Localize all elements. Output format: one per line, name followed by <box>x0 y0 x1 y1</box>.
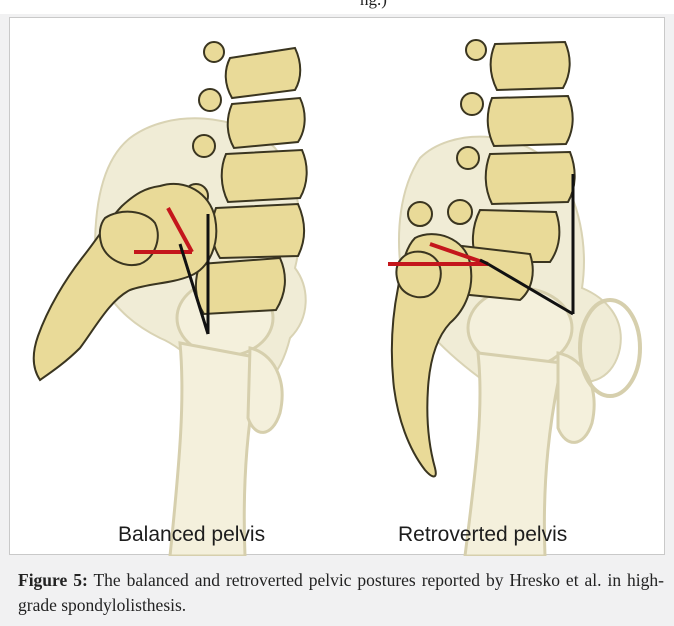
left-vertebra-2 <box>228 98 305 148</box>
retroverted-pelvis-drawing <box>388 40 640 556</box>
right-process-5 <box>408 202 432 226</box>
balanced-pelvis-drawing <box>34 42 307 556</box>
left-process-2 <box>199 89 221 111</box>
figure-caption-text: The balanced and retroverted pelvic post… <box>18 570 664 615</box>
figure-frame: Balanced pelvis Retroverted pelvis <box>9 17 665 555</box>
figure-caption-label: Figure 5: <box>18 570 88 590</box>
right-process-3 <box>457 147 479 169</box>
right-process-1 <box>466 40 486 60</box>
figure-caption: Figure 5: The balanced and retroverted p… <box>18 568 664 618</box>
balanced-pelvis-label: Balanced pelvis <box>118 523 265 547</box>
right-vertebra-2 <box>488 96 573 146</box>
retroverted-pelvis-label: Retroverted pelvis <box>398 523 567 547</box>
right-vertebra-3 <box>486 152 575 204</box>
left-vertebra-3 <box>222 150 307 202</box>
left-vertebra-4 <box>212 204 304 258</box>
right-process-4 <box>448 200 472 224</box>
left-process-3 <box>193 135 215 157</box>
figure-illustration <box>10 18 666 556</box>
previous-text-fragment: ng.) <box>360 0 387 10</box>
right-vertebra-1 <box>491 42 570 90</box>
right-sacral-wing <box>396 252 440 298</box>
right-process-2 <box>461 93 483 115</box>
left-vertebra-1 <box>226 48 301 98</box>
left-process-1 <box>204 42 224 62</box>
previous-text-strip: ng.) <box>0 0 674 14</box>
